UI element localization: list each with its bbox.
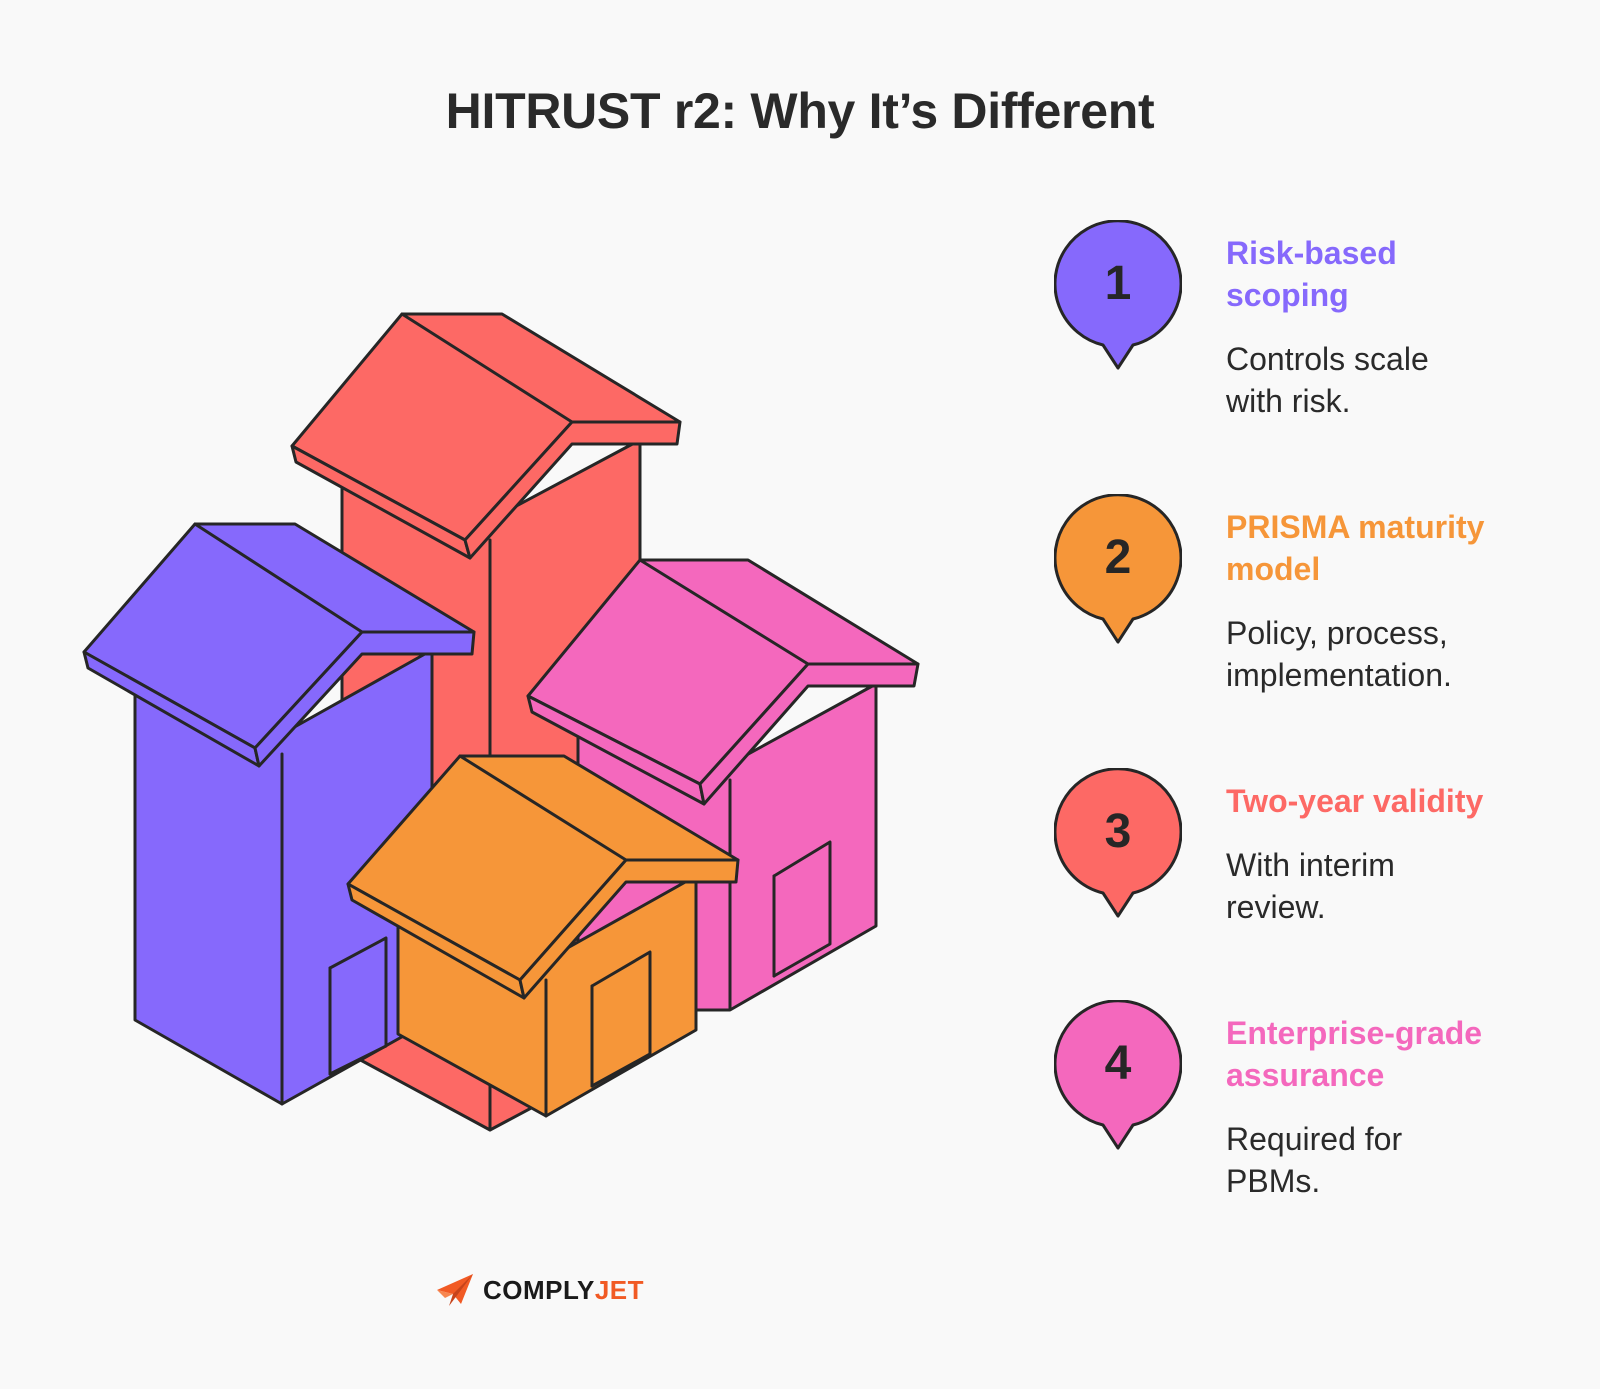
- logo-text-dark: COMPLY: [483, 1275, 595, 1305]
- marker-number: 2: [1104, 531, 1132, 584]
- purple-house: [82, 522, 476, 1106]
- marker-4: 4: [1053, 999, 1183, 1157]
- marker-3: 3: [1053, 767, 1183, 925]
- pin-icon: [1053, 219, 1183, 370]
- page-title: HITRUST r2: Why It’s Different: [445, 83, 1155, 139]
- marker-1: 1: [1053, 219, 1183, 377]
- item-title-3: Two-year validity: [1226, 783, 1484, 819]
- item-desc-2: Policy, process, implementation.: [1226, 615, 1452, 693]
- pin-icon: [1053, 493, 1183, 644]
- orange-house: [346, 754, 740, 1118]
- marker-number: 4: [1104, 1037, 1132, 1090]
- marker-2: 2: [1053, 493, 1183, 651]
- marker-number: 3: [1104, 805, 1132, 858]
- marker-number: 1: [1104, 257, 1132, 310]
- pin-icon: [1053, 999, 1183, 1150]
- item-title-1: Risk-based scoping: [1226, 235, 1397, 313]
- item-desc-3: With interim review.: [1226, 847, 1395, 925]
- item-desc-4: Required for PBMs.: [1226, 1121, 1403, 1199]
- item-title-4: Enterprise-grade assurance: [1226, 1015, 1483, 1093]
- item-title-2: PRISMA maturity model: [1226, 509, 1485, 587]
- item-desc-1: Controls scale with risk.: [1226, 341, 1429, 419]
- pin-icon: [1053, 767, 1183, 918]
- logo-text-accent: JET: [594, 1275, 645, 1305]
- paper-plane-icon: [437, 1274, 473, 1306]
